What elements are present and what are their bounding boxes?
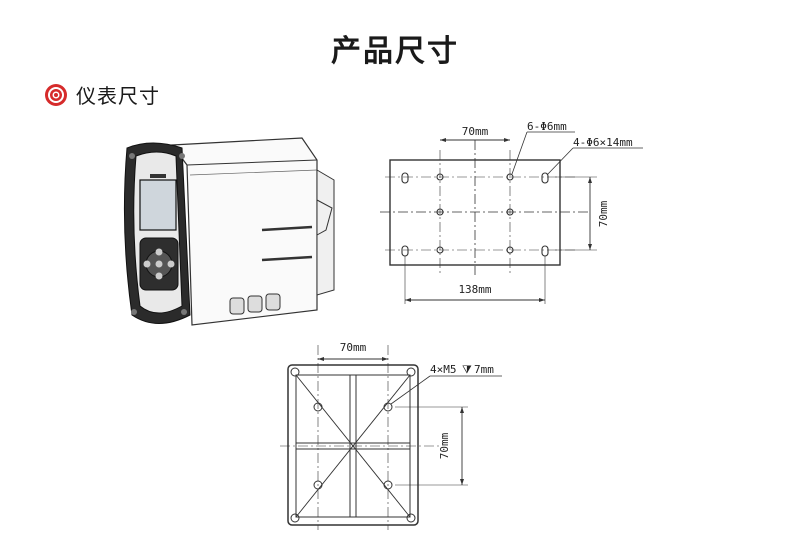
target-icon (45, 83, 67, 106)
dim-holes-4: 4-Φ6×14mm (573, 136, 633, 149)
drawing-bracket: 70mm 6-Φ6mm 4-Φ6×14mm 70mm 138mm (380, 120, 643, 304)
dim-depth: 7mm (474, 363, 494, 376)
depth-symbol: ⧩ (462, 363, 472, 376)
dim-right-height: 70mm (597, 200, 610, 227)
dim-thread: 4×M5 (430, 363, 457, 376)
dim-housing-width: 70mm (340, 341, 367, 354)
drawing-housing: 70mm 4×M5 ⧩ 7mm 70mm (280, 341, 502, 530)
housing-plate (287, 364, 419, 526)
page-title: 产品尺寸 (331, 34, 459, 69)
dim-top-width: 70mm (462, 125, 489, 138)
dim-bottom-width: 138mm (458, 283, 491, 296)
housing-side (170, 137, 318, 326)
dim-holes-6: 6-Φ6mm (527, 120, 567, 133)
cable-glands (229, 293, 281, 315)
section-header: 仪表尺寸 (44, 80, 160, 109)
mount-bracket (316, 169, 335, 296)
dim-housing-height: 70mm (438, 432, 451, 459)
product-illustration (123, 137, 335, 326)
lcd-screen (139, 179, 177, 231)
section-label: 仪表尺寸 (76, 84, 160, 108)
bracket-holes (401, 172, 549, 257)
